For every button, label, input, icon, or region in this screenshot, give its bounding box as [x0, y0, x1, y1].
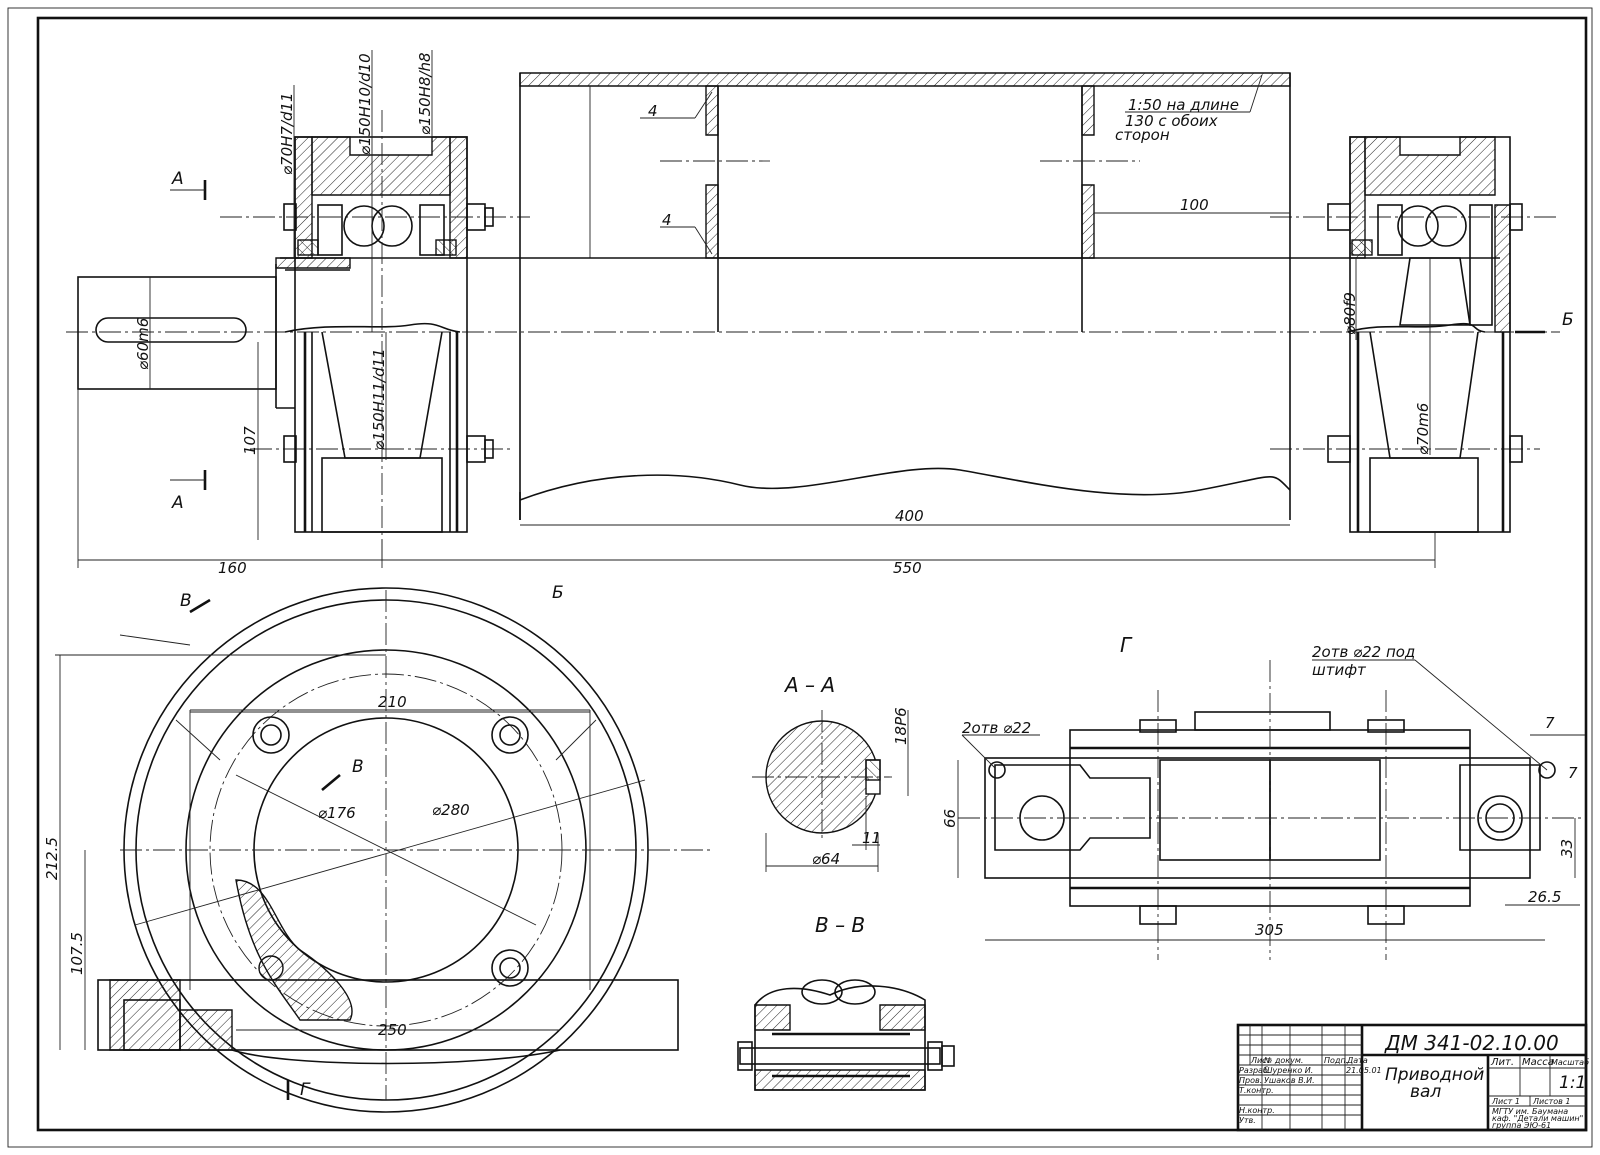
- section-a-bottom: А: [171, 493, 184, 513]
- title-col-sheet: Лист: [1250, 1056, 1272, 1065]
- holes-note-left: 2отв ⌀22: [962, 719, 1031, 737]
- title-name-1: Приводной: [1385, 1065, 1484, 1085]
- dim-250: 250: [378, 1021, 407, 1039]
- dim-7-vertical: 7: [1568, 764, 1578, 782]
- weld-mark-1: 4: [648, 102, 658, 120]
- title-col-doc: № докум.: [1263, 1056, 1303, 1065]
- title-sheets: Листов 1: [1532, 1097, 1571, 1106]
- dim-212-5: 212.5: [43, 837, 61, 880]
- title-col-sign: Подп.: [1324, 1056, 1348, 1065]
- end-view: ⌀176 ⌀280 210 250 212.5 107.5 Б В В Г: [43, 583, 710, 1113]
- title-row-dev: Разраб.: [1239, 1066, 1270, 1075]
- title-block: ДМ 341-02.10.00 Приводной вал Лит. Масса…: [1236, 1023, 1589, 1132]
- dim-160: 160: [218, 559, 247, 577]
- title-row-approve: Утв.: [1239, 1116, 1256, 1125]
- dim-d176: ⌀176: [318, 804, 356, 822]
- view-g: Г 66 305 26.5 33 7 7: [941, 633, 1585, 960]
- title-name-check: Ушаков В.И.: [1264, 1076, 1315, 1085]
- title-name-2: вал: [1410, 1082, 1441, 1102]
- title-designation: ДМ 341-02.10.00: [1384, 1031, 1559, 1055]
- dim-107: 107: [241, 426, 259, 455]
- dim-18p6: 18P6: [892, 707, 910, 745]
- dim-305: 305: [1255, 921, 1284, 939]
- section-g-bottom: Г: [300, 1080, 311, 1100]
- dim-d70-m6: ⌀70m6: [1414, 403, 1432, 455]
- section-vv: В – В: [737, 913, 955, 1091]
- title-row-ncontr: Н.контр.: [1239, 1106, 1275, 1115]
- title-lit-header: Лит.: [1490, 1057, 1514, 1068]
- dim-d280: ⌀280: [432, 801, 470, 819]
- dim-7-horizontal: 7: [1545, 714, 1555, 732]
- section-a-top: А: [171, 169, 184, 189]
- title-scale: 1:1: [1559, 1073, 1586, 1093]
- section-b-label: Б: [552, 583, 564, 603]
- weld-mark-2: 4: [662, 211, 672, 229]
- dim-d70-fit: ⌀70H7/d11: [278, 92, 296, 175]
- taper-note-1: 1:50 на длине: [1128, 96, 1239, 114]
- dim-d80: ⌀80f9: [1341, 292, 1359, 335]
- taper-note-3: сторон: [1115, 126, 1170, 144]
- title-date: 21.05.01: [1346, 1066, 1382, 1075]
- dim-210: 210: [378, 693, 407, 711]
- title-scale-header: Масштаб: [1551, 1058, 1589, 1067]
- section-aa: А – А ⌀64 11 18P6: [752, 673, 910, 872]
- title-sheet: Лист 1: [1491, 1097, 1520, 1106]
- dim-d150-h10: ⌀150H10/d10: [356, 53, 374, 155]
- dim-d64: ⌀64: [812, 850, 840, 868]
- dim-d60: ⌀60m6: [134, 318, 152, 370]
- section-aa-title: А – А: [783, 673, 835, 697]
- dim-d150-h11: ⌀150H11/d11: [370, 348, 388, 450]
- section-vv-title: В – В: [815, 913, 865, 937]
- dim-11: 11: [862, 829, 881, 847]
- dim-400: 400: [895, 507, 924, 525]
- section-v-mid: В: [352, 757, 364, 777]
- end-view-bolts: [252, 716, 529, 987]
- title-mass-header: Масса: [1522, 1057, 1554, 1068]
- main-view: А А Б 160 550 400 100 107 ⌀60m6 ⌀70H7/d1…: [66, 50, 1574, 577]
- title-row-tcontr: Т.контр.: [1239, 1086, 1274, 1095]
- title-org-3: группа ЭЮ-61: [1492, 1121, 1551, 1130]
- dim-100: 100: [1180, 196, 1209, 214]
- dim-66: 66: [941, 809, 959, 828]
- title-col-date: Дата: [1346, 1056, 1368, 1065]
- holes-note-right-2: штифт: [1312, 661, 1367, 679]
- holes-note-right-1: 2отв ⌀22 под: [1312, 643, 1415, 661]
- title-name-dev: Шуренко И.: [1264, 1066, 1313, 1075]
- title-org-2: каф. "Детали машин": [1492, 1114, 1583, 1123]
- left-bearing-housing: [283, 110, 494, 560]
- dim-550: 550: [893, 559, 922, 577]
- right-bearing-housing: [1327, 136, 1523, 533]
- title-row-check: Пров.: [1239, 1076, 1262, 1085]
- title-org-1: МГТУ им. Баумана: [1492, 1107, 1568, 1116]
- section-b-right: Б: [1562, 310, 1574, 330]
- inner-frame: [36, 16, 1588, 1132]
- dim-d150-h8: ⌀150H8/h8: [416, 52, 434, 135]
- dim-33: 33: [1558, 839, 1576, 858]
- outer-frame: [7, 7, 1593, 1148]
- view-g-title: Г: [1120, 633, 1133, 657]
- taper-note-2: 130 с обоих: [1125, 112, 1218, 130]
- section-v-top: В: [180, 591, 192, 611]
- dim-26-5: 26.5: [1528, 888, 1561, 906]
- dim-107-5: 107.5: [68, 932, 86, 975]
